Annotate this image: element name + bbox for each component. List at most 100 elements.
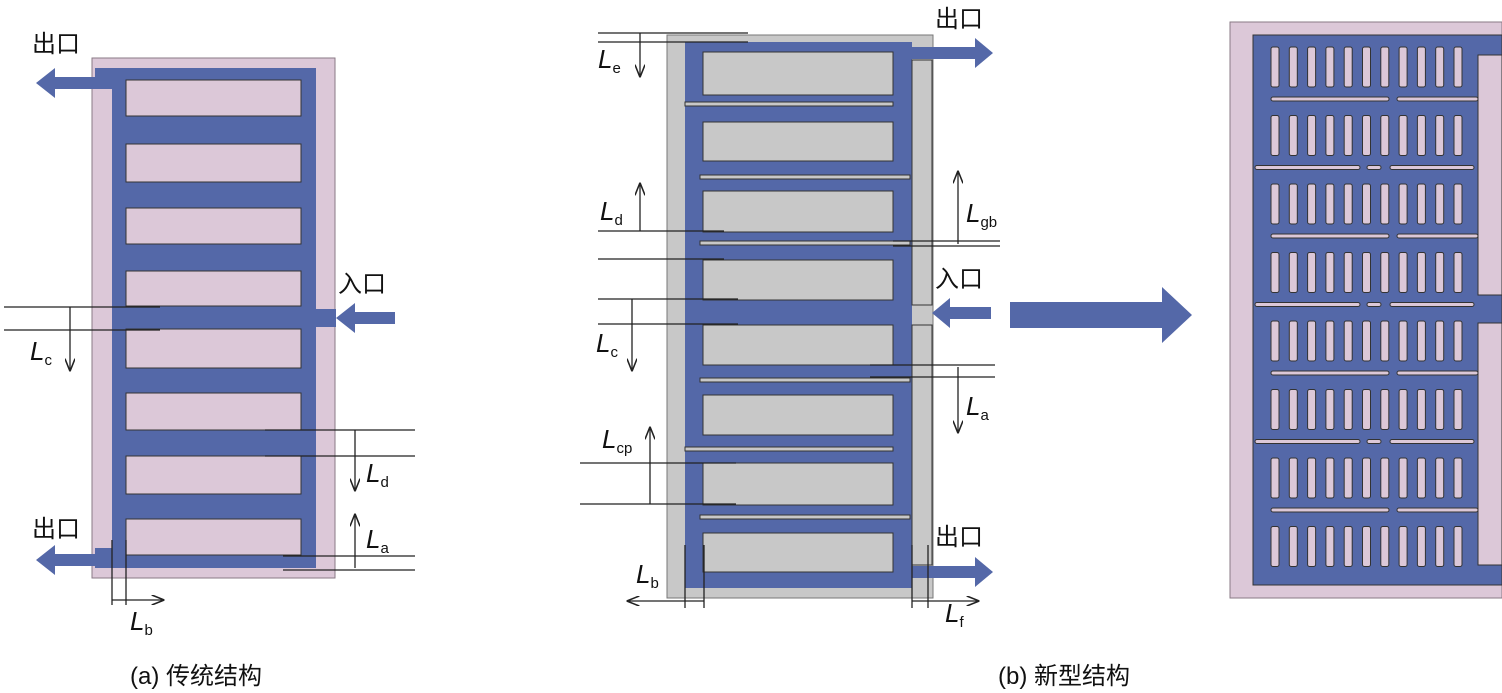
pin-slot (1398, 183, 1408, 225)
pin-slot (1343, 46, 1353, 88)
gap-slit (1254, 302, 1361, 307)
pin-slot (1362, 320, 1371, 362)
pin-slot (1453, 46, 1463, 88)
panel-b-new-structure: 出口 出口 入口 Le Ld Lgb Lc La Lcp Lb Lf (b) 新… (580, 5, 1130, 690)
pin-slot (1325, 183, 1335, 225)
gap-slit (1270, 233, 1390, 239)
pin-slot (1380, 526, 1390, 567)
pin-slot (1307, 252, 1317, 293)
plate-edge (911, 59, 933, 306)
gap-slit (699, 174, 911, 180)
pin-slot (1325, 320, 1335, 362)
gap-slit (1396, 233, 1479, 239)
dim-label-ld-a: Ld (366, 458, 389, 491)
outlet-arrow-bottom-b (912, 557, 993, 587)
pin-slot (1325, 526, 1335, 567)
pin-slot (1307, 115, 1317, 156)
outlet-label-bottom-b: 出口 (935, 523, 983, 551)
pin-slot (1398, 115, 1408, 156)
pin-slot (1288, 252, 1298, 293)
pin-slot (1325, 46, 1335, 88)
pin-slot (1398, 457, 1408, 499)
pin-slot (1270, 46, 1280, 88)
pin-slot (1288, 115, 1298, 156)
pin-slot (1380, 183, 1390, 225)
fin-rib (702, 121, 894, 162)
pin-slot (1398, 252, 1408, 293)
pin-slot (1380, 115, 1390, 156)
pin-slot (1270, 526, 1280, 567)
pin-slot (1380, 389, 1390, 430)
pin-slot (1325, 115, 1335, 156)
pin-slot (1288, 389, 1298, 430)
gap-slit (1396, 96, 1479, 102)
dim-label-la-a: La (366, 524, 389, 557)
pin-slot (1343, 252, 1353, 293)
outlet-arrow-bottom-a (36, 545, 112, 575)
fin-rib (125, 328, 302, 369)
pin-slot (1307, 526, 1317, 567)
inlet-label-a: 入口 (338, 270, 386, 298)
gap-slit (1270, 370, 1390, 376)
pin-slot (1416, 389, 1426, 430)
pin-slot (1307, 46, 1317, 88)
pin-slot (1270, 252, 1280, 293)
panel-a-traditional-structure: 出口 出口 入口 Lc Ld La Lb (a) 传统结构 (4, 30, 415, 690)
pin-slot (1307, 389, 1317, 430)
pin-slot (1343, 320, 1353, 362)
pin-slot (1435, 457, 1445, 499)
gap-slit (1270, 507, 1390, 513)
gap-slit (1389, 439, 1475, 444)
pin-slot (1416, 115, 1426, 156)
dim-label-ld-b: Ld (600, 196, 623, 229)
fin-rib (125, 143, 302, 183)
fin-rib (702, 51, 894, 96)
fin-rib (125, 270, 302, 307)
gap-slit (1254, 165, 1361, 170)
fin-rib (125, 79, 302, 117)
gap-slit (1270, 96, 1390, 102)
pin-slot (1362, 457, 1371, 499)
fin-rib (702, 190, 894, 233)
pin-slot (1435, 252, 1445, 293)
gap-slit (699, 514, 911, 520)
pin-slot (1343, 115, 1353, 156)
gap-slit (1389, 302, 1475, 307)
pin-slot (1398, 389, 1408, 430)
pin-slot (1270, 457, 1280, 499)
pin-slot (1288, 457, 1298, 499)
pin-slot (1307, 183, 1317, 225)
pin-slot (1380, 46, 1390, 88)
gap-slit (1366, 165, 1382, 170)
pin-slot (1435, 526, 1445, 567)
pin-slot (1288, 526, 1298, 567)
dim-label-le-b: Le (598, 44, 621, 77)
pin-slot (1288, 320, 1298, 362)
pin-slot (1288, 46, 1298, 88)
pin-slot (1288, 183, 1298, 225)
fin-rib (702, 394, 894, 436)
pin-slot (1362, 252, 1371, 293)
outlet-arrow-top-a (36, 68, 112, 98)
gap-slit (1366, 302, 1382, 307)
fin-rib (702, 259, 894, 301)
inlet-label-b: 入口 (935, 265, 983, 293)
pin-slot (1343, 526, 1353, 567)
outlet-label-top-a: 出口 (32, 30, 80, 58)
pin-slot (1435, 389, 1445, 430)
pin-slot (1343, 183, 1353, 225)
pin-slot (1416, 457, 1426, 499)
dim-label-lb-a: Lb (130, 606, 153, 639)
pin-slot (1380, 457, 1390, 499)
gap-slit (1396, 370, 1479, 376)
gap-slit (1396, 507, 1479, 513)
fin-rib (125, 518, 302, 556)
caption-b: (b) 新型结构 (998, 663, 1130, 690)
panel-c-optimized-detail (1229, 21, 1502, 599)
gap-slit (1389, 165, 1475, 170)
pin-slot (1325, 389, 1335, 430)
pin-slot (1416, 252, 1426, 293)
pin-slot (1362, 183, 1371, 225)
